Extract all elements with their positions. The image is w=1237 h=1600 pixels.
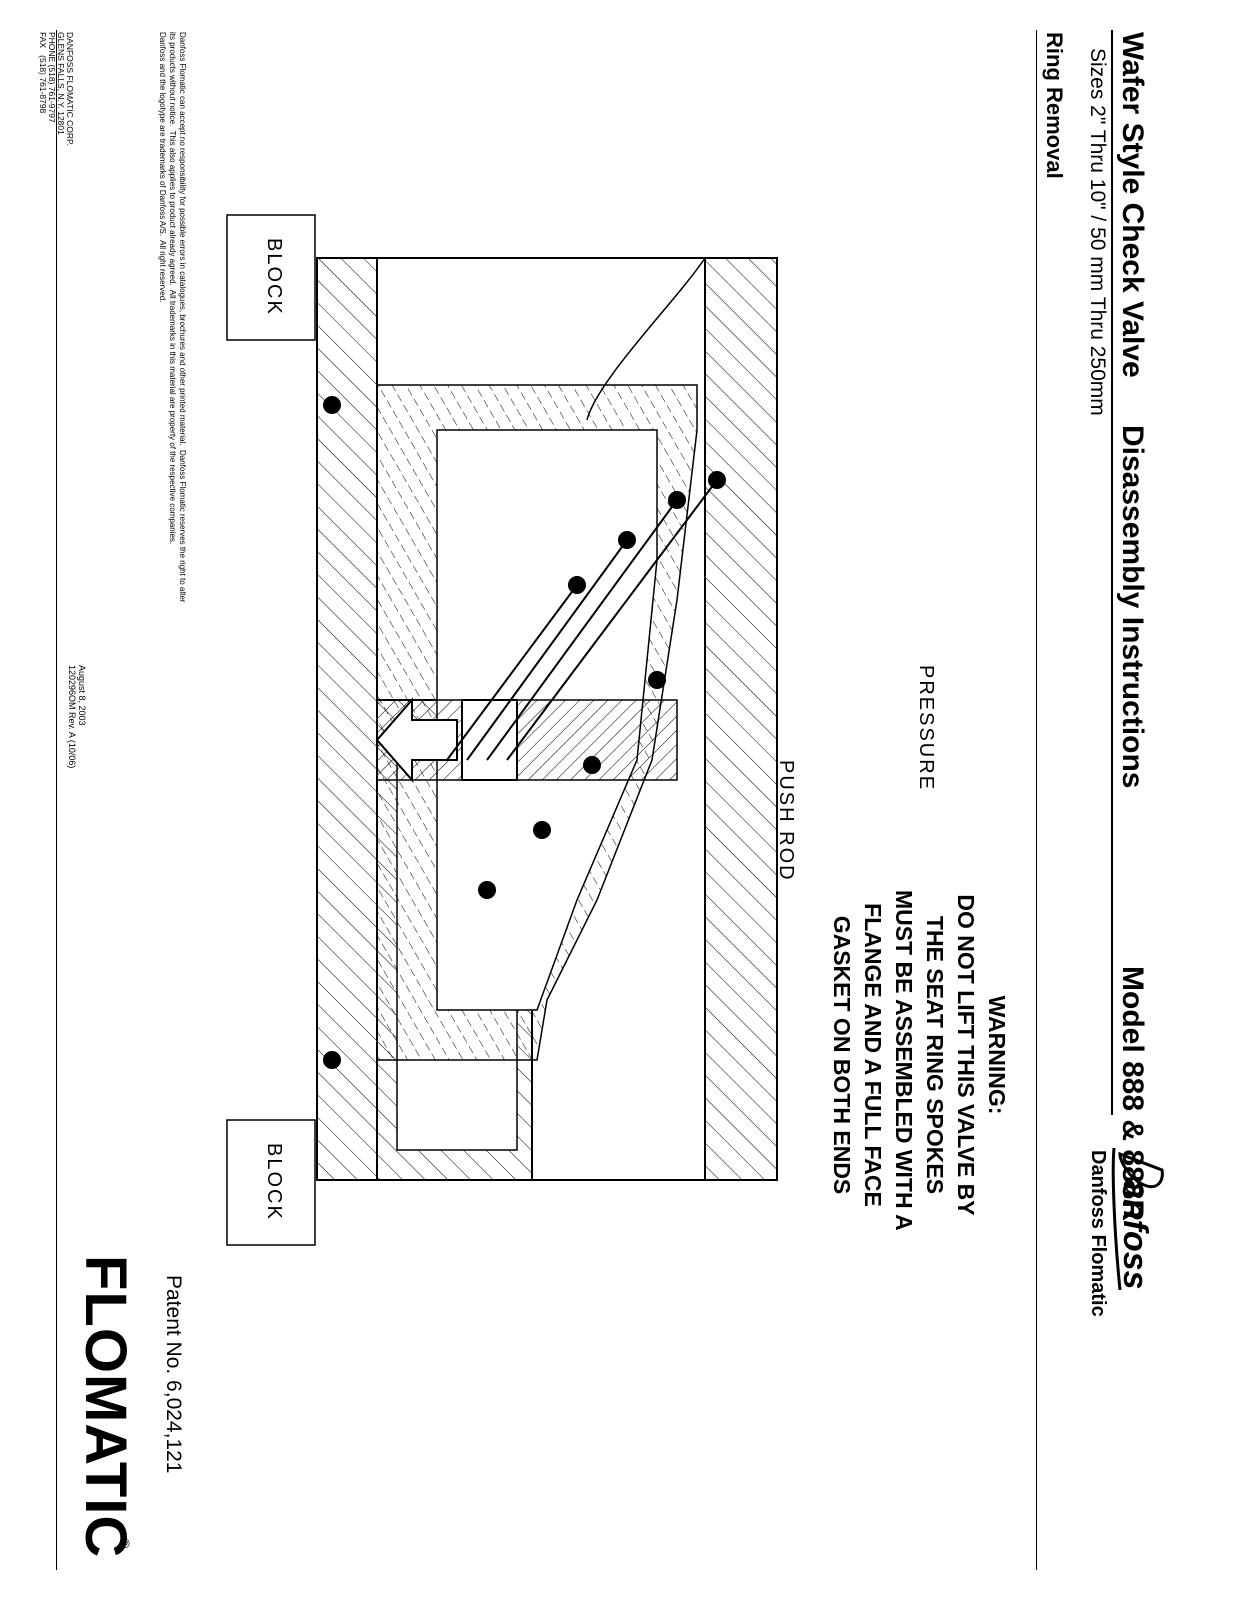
footer-date: August 8, 2003	[77, 665, 87, 726]
disclaimer-line-2: its products without notice. This also a…	[168, 32, 177, 545]
company-city: GLENS FALLS, N.Y. 12801	[56, 32, 66, 135]
flomatic-logo: FLOMATIC	[73, 1255, 138, 1559]
warning-line-5: GASKET ON BOTH ENDS	[829, 915, 855, 1195]
warning-line-1: DO NOT LIFT THIS VALVE BY	[953, 894, 979, 1216]
warning-line-2: THE SEAT RING SPOKES	[922, 915, 948, 1195]
company-name: DANFOSS FLOMATIC CORP.	[65, 32, 75, 146]
registered-mark: ®	[117, 1538, 133, 1549]
patent-number: Patent No. 6,024,121	[162, 1275, 185, 1474]
label-push-rod: PUSH ROD	[775, 760, 797, 882]
label-block-right: BLOCK	[263, 1143, 285, 1221]
warning-block: WARNING: DO NOT LIFT THIS VALVE BY THE S…	[826, 890, 1012, 1231]
company-phone: PHONE (518) 761-9797	[47, 32, 57, 123]
footer-rule	[56, 30, 57, 1570]
label-block-left: BLOCK	[263, 238, 285, 316]
o-rings	[323, 396, 341, 1069]
danfoss-logo: anfoss	[1111, 1147, 1164, 1291]
block-right	[226, 1119, 316, 1246]
warning-line-3: MUST BE ASSEMBLED WITH A	[891, 890, 917, 1231]
company-fax: FAX (518) 761-8798	[38, 32, 48, 114]
warning-line-4: FLANGE AND A FULL FACE	[860, 903, 886, 1207]
spring	[446, 471, 726, 899]
block-left	[226, 214, 316, 341]
disclaimer-line-1: Danfoss Flomatic can accept no responsib…	[178, 32, 187, 603]
svg-text:anfoss: anfoss	[1116, 1180, 1154, 1290]
label-pressure: PRESSURE	[915, 665, 937, 792]
footer-doc-rev: 120296OM Rev. A (10/06)	[67, 665, 77, 769]
disclaimer-line-3: Danfoss and the logotype are trademarks …	[158, 32, 167, 303]
warning-heading: WARNING:	[984, 995, 1010, 1115]
